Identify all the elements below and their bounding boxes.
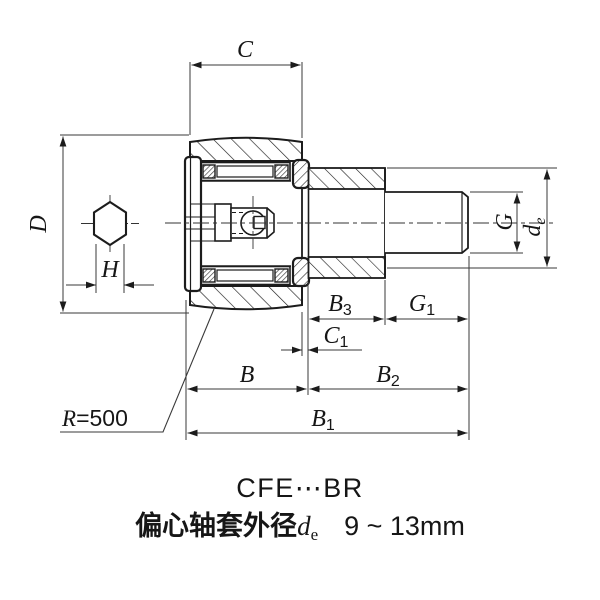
label-h: H — [100, 257, 120, 283]
caption-model: CFE⋯BR — [236, 473, 364, 503]
label-radius: R=500 — [61, 405, 128, 431]
label-de: de — [520, 217, 549, 236]
caption-desc-var: d — [297, 511, 311, 541]
dimension-labels: C D H G de B3 G1 C1 B B2 B1 R=500 — [26, 37, 549, 434]
needle-roller-row-bottom — [200, 265, 291, 286]
dimension-h — [66, 244, 154, 293]
stud-head — [202, 180, 291, 267]
label-b3-sub: 3 — [343, 302, 352, 319]
label-c1-base: C — [324, 323, 341, 349]
needle-roller-row-top — [200, 161, 291, 182]
needle-bottom — [216, 269, 274, 282]
caption-description: 偏心轴套外径de 9 ~ 13mm — [135, 511, 465, 544]
label-b: B — [240, 362, 255, 388]
dimension-d — [59, 134, 189, 314]
label-radius-var: R — [61, 406, 76, 431]
label-g1-base: G — [409, 291, 426, 317]
caption-desc-prefix: 偏心轴套外径 — [135, 511, 297, 541]
caption: CFE⋯BR 偏心轴套外径de 9 ~ 13mm — [135, 473, 465, 544]
dimension-g — [470, 191, 523, 254]
side-plate — [183, 155, 215, 293]
dimension-de — [387, 167, 557, 269]
label-b1-base: B — [311, 406, 326, 432]
label-b3-base: B — [328, 291, 343, 317]
hexagon-end-view — [81, 195, 139, 252]
label-c1-sub: 1 — [340, 334, 349, 351]
seal-left-top — [202, 164, 216, 179]
part-geometry — [81, 136, 557, 311]
needle-top — [216, 165, 274, 178]
label-b3: B3 — [328, 291, 352, 319]
dimensions — [59, 61, 557, 440]
dimension-c — [189, 61, 303, 138]
label-g: G — [492, 213, 518, 230]
caption-desc-var-sub: e — [311, 525, 319, 544]
label-de-sub: e — [532, 217, 549, 224]
label-b2-sub: 2 — [391, 373, 400, 390]
caption-desc-range: 9 ~ 13mm — [344, 511, 465, 541]
seal-right-top — [274, 164, 289, 179]
label-b1-sub: 1 — [326, 417, 335, 434]
label-radius-value: =500 — [76, 405, 128, 431]
label-c1: C1 — [324, 323, 349, 351]
seal-right-bottom — [274, 268, 289, 283]
radius-leader-line — [60, 308, 215, 433]
label-d: D — [26, 215, 52, 233]
label-b1: B1 — [311, 406, 335, 434]
eccentric-bushing — [307, 167, 386, 279]
label-b2: B2 — [376, 362, 400, 390]
label-g1: G1 — [409, 291, 435, 319]
stud-flange — [291, 158, 311, 288]
seal-left-bottom — [202, 268, 216, 283]
label-c: C — [237, 37, 254, 63]
label-g1-sub: 1 — [426, 302, 435, 319]
label-b2-base: B — [376, 362, 391, 388]
label-de-base: d — [520, 224, 546, 237]
